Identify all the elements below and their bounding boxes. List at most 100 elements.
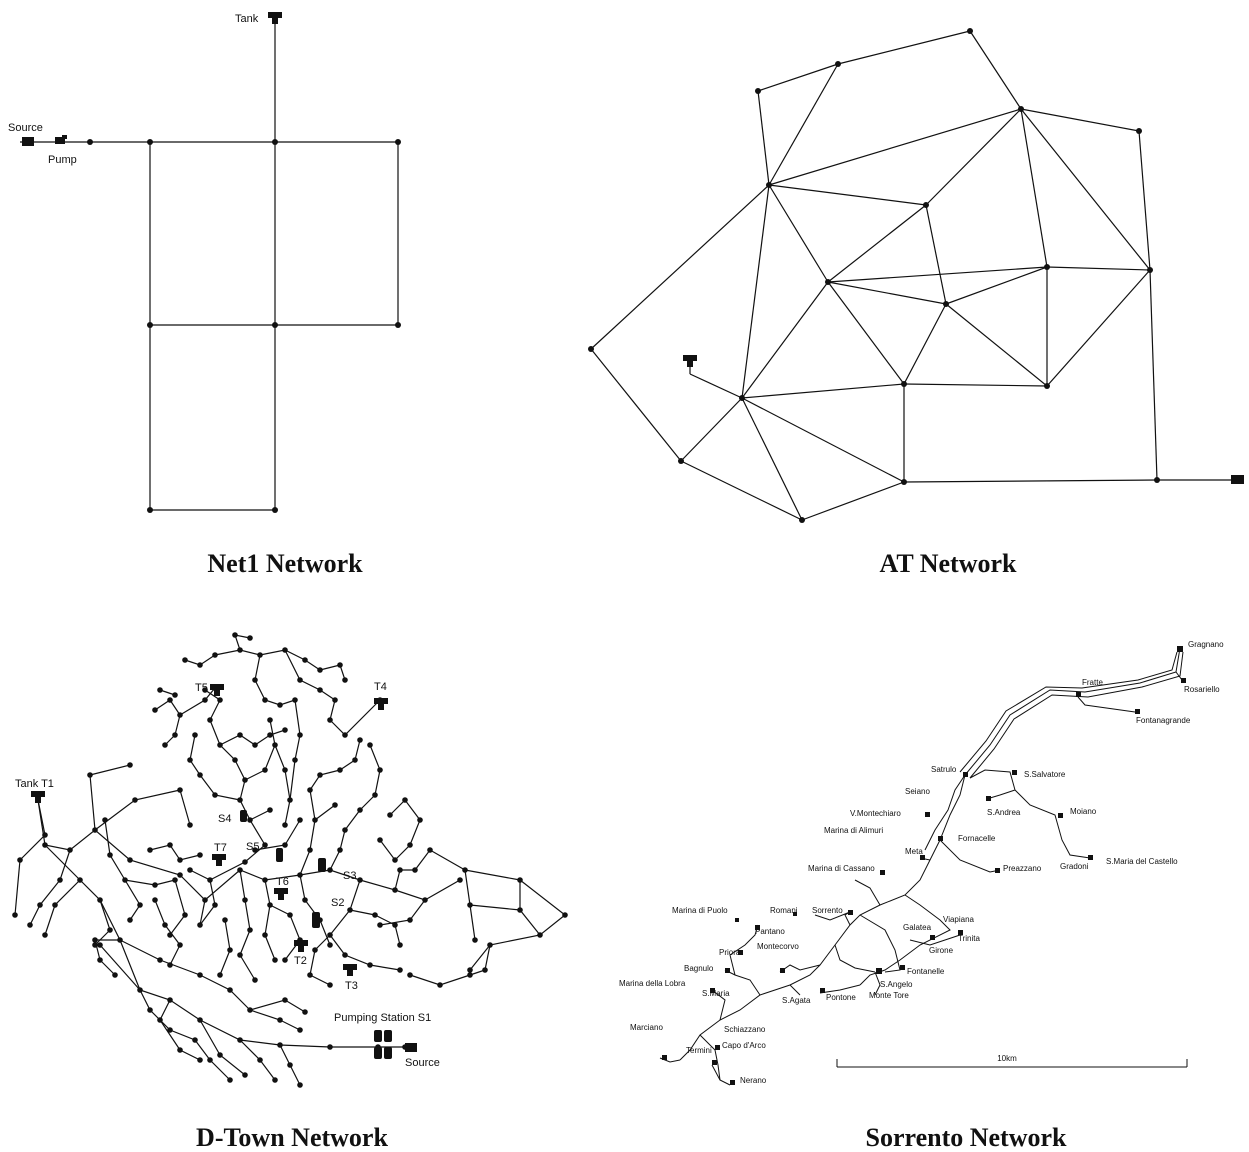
dtown-junction bbox=[187, 822, 193, 828]
dtown-junction bbox=[52, 902, 58, 908]
dtown-junction bbox=[282, 842, 288, 848]
dtown-junction bbox=[252, 847, 258, 853]
dtown-junction bbox=[197, 662, 203, 668]
dtown-junction bbox=[302, 657, 308, 663]
dtown-junction bbox=[342, 952, 348, 958]
dtown-junction bbox=[302, 1009, 308, 1015]
place-label: Marina di Alimuri bbox=[824, 826, 883, 835]
net1-tank-label: Tank bbox=[235, 13, 259, 25]
dtown-junction bbox=[162, 742, 168, 748]
dtown-junction bbox=[377, 767, 383, 773]
dtown-junction bbox=[267, 717, 273, 723]
dtown-junction bbox=[172, 877, 178, 883]
dtown-junction bbox=[277, 1042, 283, 1048]
dtown-junction bbox=[27, 922, 33, 928]
dtown-junction bbox=[167, 842, 173, 848]
place-label: Pantano bbox=[755, 927, 785, 936]
net1-caption: Net1 Network bbox=[207, 549, 363, 578]
dtown-junction bbox=[357, 877, 363, 883]
dtown-junction bbox=[217, 1052, 223, 1058]
dtown-junction bbox=[237, 952, 243, 958]
dtown-junction bbox=[127, 917, 133, 923]
dtown-junction bbox=[262, 842, 268, 848]
dtown-junction bbox=[217, 697, 223, 703]
dtown-junction bbox=[132, 797, 138, 803]
dtown-junction bbox=[537, 932, 543, 938]
dtown-junction bbox=[272, 957, 278, 963]
dtown-junction bbox=[252, 677, 258, 683]
dtown-junction bbox=[342, 677, 348, 683]
dtown-junction bbox=[517, 907, 523, 913]
dtown-junction bbox=[277, 702, 283, 708]
dtown-junction bbox=[392, 887, 398, 893]
sorrento-caption: Sorrento Network bbox=[866, 1123, 1068, 1152]
dtown-junction bbox=[392, 857, 398, 863]
dtown-junction bbox=[517, 877, 523, 883]
net1-pump-icon bbox=[55, 135, 67, 144]
tank-t4-icon bbox=[374, 698, 388, 710]
dtown-junction bbox=[202, 897, 208, 903]
dtown-junction bbox=[182, 912, 188, 918]
dtown-junction bbox=[217, 972, 223, 978]
dtown-junction bbox=[167, 997, 173, 1003]
dtown-junction bbox=[297, 872, 303, 878]
dtown-junction bbox=[157, 687, 163, 693]
dtown-junction bbox=[242, 897, 248, 903]
dtown-junction bbox=[212, 792, 218, 798]
dtown-junction bbox=[192, 1037, 198, 1043]
dtown-junction bbox=[327, 717, 333, 723]
dtown-junction bbox=[237, 797, 243, 803]
dtown-tanks bbox=[31, 684, 388, 976]
dtown-junction bbox=[347, 907, 353, 913]
dtown-junction bbox=[367, 962, 373, 968]
at-reservoir-icon bbox=[1231, 475, 1244, 484]
dtown-junction bbox=[222, 917, 228, 923]
at-caption: AT Network bbox=[880, 549, 1018, 578]
dtown-s3-label: S3 bbox=[343, 870, 356, 882]
dtown-junction bbox=[42, 842, 48, 848]
dtown-junction bbox=[137, 987, 143, 993]
dtown-junction bbox=[297, 677, 303, 683]
dtown-junction bbox=[112, 972, 118, 978]
dtown-junction bbox=[157, 957, 163, 963]
dtown-junction bbox=[42, 832, 48, 838]
dtown-junction bbox=[272, 1077, 278, 1083]
place-label: S.Salvatore bbox=[1024, 770, 1066, 779]
dtown-junction bbox=[267, 732, 273, 738]
dtown-junction bbox=[102, 817, 108, 823]
place-label: Girone bbox=[929, 946, 954, 955]
place-label: Priora bbox=[719, 948, 741, 957]
at-network: AT Network bbox=[588, 28, 1244, 578]
dtown-junction bbox=[147, 847, 153, 853]
dtown-junction bbox=[397, 942, 403, 948]
place-label: Termini bbox=[686, 1046, 712, 1055]
dtown-junction bbox=[247, 635, 253, 641]
dtown-junction bbox=[262, 932, 268, 938]
place-label: Schiazzano bbox=[724, 1025, 766, 1034]
dtown-junction bbox=[107, 852, 113, 858]
dtown-junction bbox=[92, 937, 98, 943]
sorrento-scale-bar: 10km bbox=[836, 1054, 1188, 1068]
dtown-junction bbox=[367, 742, 373, 748]
place-label: Fontanelle bbox=[907, 967, 945, 976]
pump-s1-icon bbox=[374, 1030, 392, 1059]
dtown-junction bbox=[422, 897, 428, 903]
dtown-junction bbox=[177, 872, 183, 878]
dtown-junction bbox=[327, 867, 333, 873]
dtown-junction bbox=[177, 857, 183, 863]
place-label: Bagnulo bbox=[684, 964, 714, 973]
dtown-junction bbox=[237, 732, 243, 738]
dtown-junction bbox=[152, 707, 158, 713]
dtown-junction bbox=[117, 937, 123, 943]
dtown-junction bbox=[57, 877, 63, 883]
place-label: Romani bbox=[770, 906, 798, 915]
dtown-junction bbox=[392, 922, 398, 928]
place-label: Seiano bbox=[905, 787, 930, 796]
dtown-junction bbox=[297, 1027, 303, 1033]
dtown-junction bbox=[182, 657, 188, 663]
dtown-junction bbox=[307, 847, 313, 853]
place-label: Marina di Puolo bbox=[672, 906, 728, 915]
dtown-junction bbox=[242, 859, 248, 865]
place-label: Satrulo bbox=[931, 765, 957, 774]
